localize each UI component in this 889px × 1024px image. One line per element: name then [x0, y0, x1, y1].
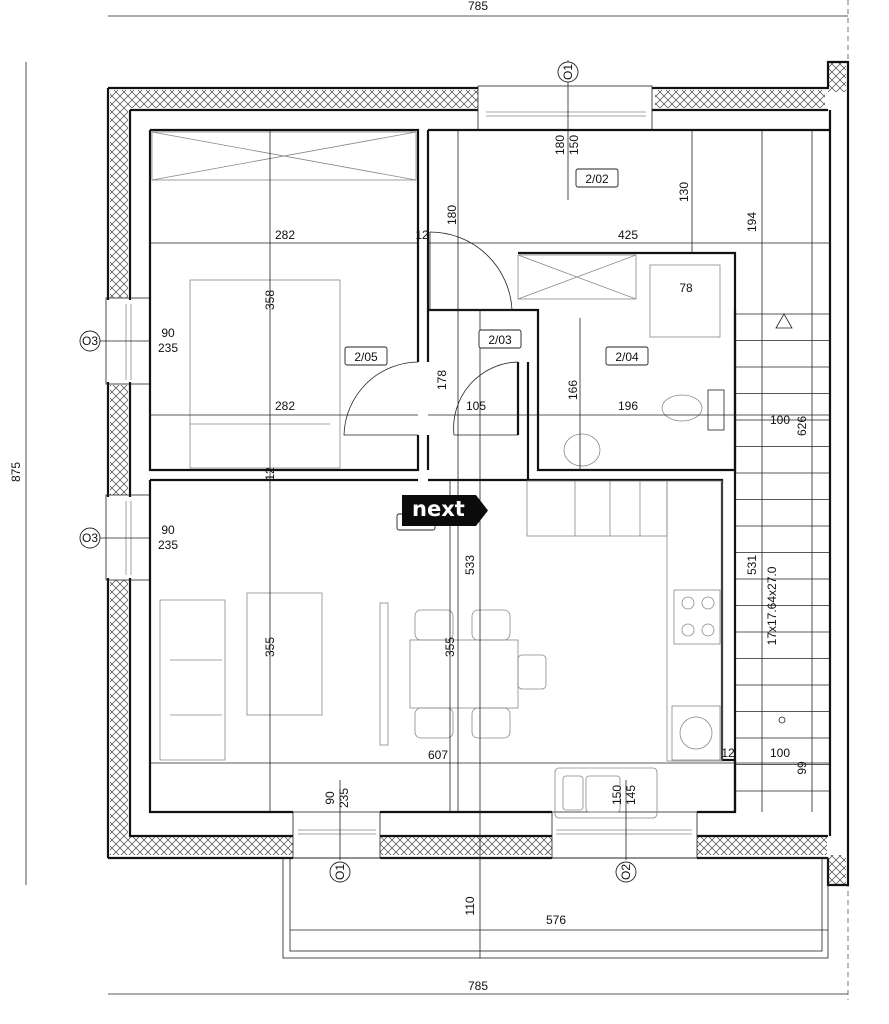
overall-height: 875 [9, 462, 23, 482]
doors [343, 231, 519, 436]
dim-label: 194 [745, 212, 759, 232]
dim-label: 533 [463, 555, 477, 575]
dim-label: 17x17.64x27.0 [765, 566, 779, 645]
guide-lines [84, 60, 830, 958]
furniture [151, 131, 725, 819]
room-label-2-03: 2/03 [488, 333, 512, 347]
dim-label: 12 [721, 746, 735, 760]
windows [105, 85, 698, 859]
window-o3-upper-height: 235 [158, 341, 178, 355]
dim-label: 166 [566, 380, 580, 400]
window-tag-o3-upper: O3 [82, 334, 98, 348]
staircase [735, 313, 830, 792]
dim-label: 99 [795, 761, 809, 775]
window-o1-top-dim2: 150 [567, 135, 581, 155]
dim-label: 358 [263, 290, 277, 310]
window-tags [79, 61, 637, 883]
room-label-2-02: 2/02 [585, 172, 609, 186]
next-button[interactable]: next [402, 495, 488, 526]
window-o1-top-dim1: 180 [553, 135, 567, 155]
internal-walls [148, 110, 832, 836]
dim-label: 626 [795, 416, 809, 436]
window-o2-height: 145 [624, 785, 638, 805]
dim-label: 425 [618, 228, 638, 242]
window-o1-bottom-width: 90 [323, 791, 337, 805]
stair-start-icon [778, 716, 786, 724]
window-o3-upper-width: 90 [161, 326, 175, 340]
window-o1-bottom-height: 235 [337, 788, 351, 808]
dim-label: 100 [770, 746, 790, 760]
dim-label: 78 [679, 281, 693, 295]
dim-label: 12 [415, 228, 429, 242]
window-tag-o2: O2 [619, 864, 633, 880]
dim-label: 355 [263, 637, 277, 657]
dim-label: 282 [275, 228, 295, 242]
overall-width-bottom: 785 [468, 979, 488, 993]
dim-label: 105 [466, 399, 486, 413]
window-tag-o3-lower: O3 [82, 531, 98, 545]
dim-label: 110 [463, 896, 477, 915]
dim-label: 531 [745, 555, 759, 575]
dim-label: 130 [677, 182, 691, 202]
window-o3-lower-width: 90 [161, 523, 175, 537]
window-tag-o1-bottom: O1 [333, 864, 347, 880]
room-label-2-05: 2/05 [354, 350, 378, 364]
window-o3-lower-height: 235 [158, 538, 178, 552]
stair-direction-icon [775, 313, 793, 329]
dim-label: 607 [428, 748, 448, 762]
dim-label: 12 [263, 467, 277, 481]
external-walls [106, 60, 850, 887]
dim-label: 355 [443, 637, 457, 657]
dim-label: 180 [445, 205, 459, 225]
dim-label: 576 [546, 913, 566, 927]
dim-label: 196 [618, 399, 638, 413]
window-tag-o1-top: O1 [561, 64, 575, 80]
balcony [282, 857, 829, 959]
room-label-2-04: 2/04 [615, 350, 639, 364]
overall-width-top: 785 [468, 0, 488, 13]
dim-label: 282 [275, 399, 295, 413]
dim-label: 178 [435, 370, 449, 390]
window-o2-width: 150 [610, 785, 624, 805]
dim-label: 100 [770, 413, 790, 427]
dimension-labels: 282 12 180 425 130 194 358 78 178 166 28… [263, 182, 809, 927]
